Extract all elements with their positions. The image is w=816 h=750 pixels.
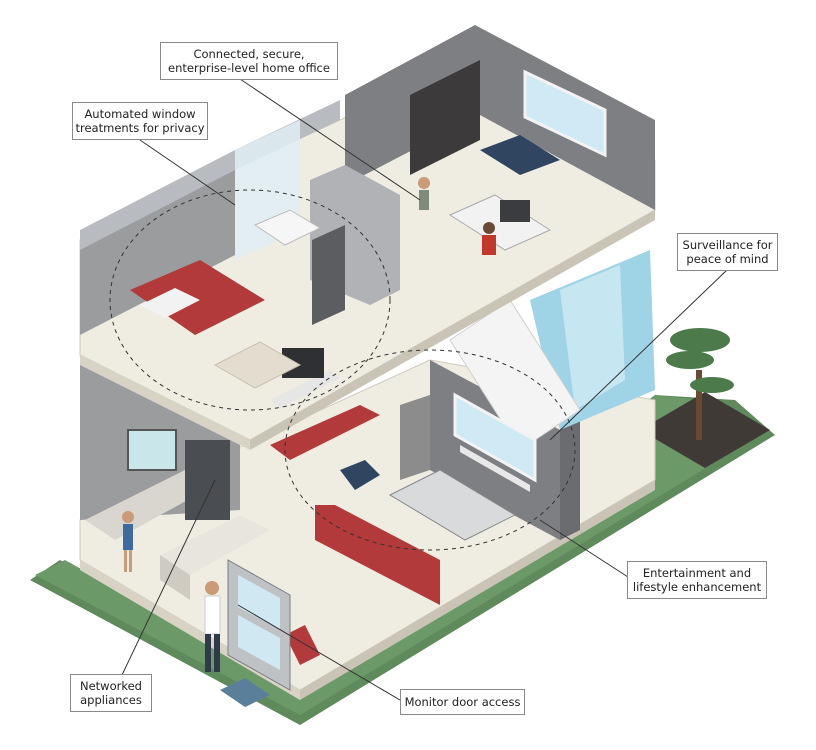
office-monitor xyxy=(500,200,530,222)
office-bookshelf xyxy=(410,60,480,175)
tree xyxy=(666,328,734,440)
office-wall xyxy=(345,25,655,210)
waterfall-light xyxy=(560,265,625,410)
kitchen-island-side xyxy=(160,555,190,600)
leader-lines xyxy=(121,78,728,701)
soundbar xyxy=(460,445,530,492)
callout-entertainment-line1: Entertainment and xyxy=(642,566,752,580)
person-kitchen xyxy=(122,511,134,572)
callout-entertainment: Entertainment and lifestyle enhancement xyxy=(627,561,767,599)
person-door xyxy=(204,581,221,672)
bookshelf-ground xyxy=(400,395,430,480)
kitchen-counter xyxy=(85,470,215,540)
callout-surveillance-line1: Surveillance for xyxy=(682,238,773,252)
callout-windows-line2: treatments for privacy xyxy=(75,121,205,135)
tv-stand-upper xyxy=(270,370,340,408)
callout-door-line1: Monitor door access xyxy=(404,695,521,709)
wireless-range-upper xyxy=(109,189,391,411)
wireless-range-lower xyxy=(284,349,576,551)
callout-office: Connected, secure, enterprise-level home… xyxy=(160,42,338,80)
bedroom-wall xyxy=(80,160,235,335)
bedroom-rug xyxy=(213,341,302,389)
door-glass-1 xyxy=(238,575,280,630)
callout-windows-line1: Automated window xyxy=(84,107,196,121)
bed xyxy=(130,260,265,335)
person-stairs xyxy=(418,177,430,210)
blue-armchair xyxy=(340,460,380,490)
tv-wall-side xyxy=(560,420,580,540)
callout-office-line1: Connected, secure, xyxy=(193,47,305,61)
door-glass-2 xyxy=(238,615,280,670)
callout-surveillance: Surveillance for peace of mind xyxy=(677,233,778,271)
living-tv xyxy=(453,392,537,483)
callout-surveillance-line2: peace of mind xyxy=(686,252,769,266)
red-sofa-back xyxy=(270,405,380,460)
red-sofa-front xyxy=(315,505,440,605)
callout-entertainment-line2: lifestyle enhancement xyxy=(632,580,762,594)
bathtub xyxy=(253,209,322,246)
doormat xyxy=(220,678,270,707)
upper-floor-edge xyxy=(80,355,250,450)
callout-door: Monitor door access xyxy=(400,689,525,715)
fridge xyxy=(185,440,230,520)
kitchen-island xyxy=(160,515,270,575)
office-tv xyxy=(523,69,607,158)
callout-appliances-line2: appliances xyxy=(80,693,142,707)
office-sofa xyxy=(480,135,560,175)
callout-appliances: Networked appliances xyxy=(70,674,152,712)
coffee-table xyxy=(388,469,517,541)
callout-windows: Automated window treatments for privacy xyxy=(72,102,208,140)
upper-floor-edge-right xyxy=(250,210,655,450)
garden-bed xyxy=(640,392,770,468)
person-office xyxy=(482,222,496,255)
callout-appliances-line1: Networked xyxy=(80,679,142,693)
kitchen-screen xyxy=(127,429,177,471)
rug xyxy=(285,625,320,665)
wardrobe xyxy=(312,225,345,325)
callout-office-line2: enterprise-level home office xyxy=(168,61,330,75)
bed-pillows xyxy=(140,288,200,318)
